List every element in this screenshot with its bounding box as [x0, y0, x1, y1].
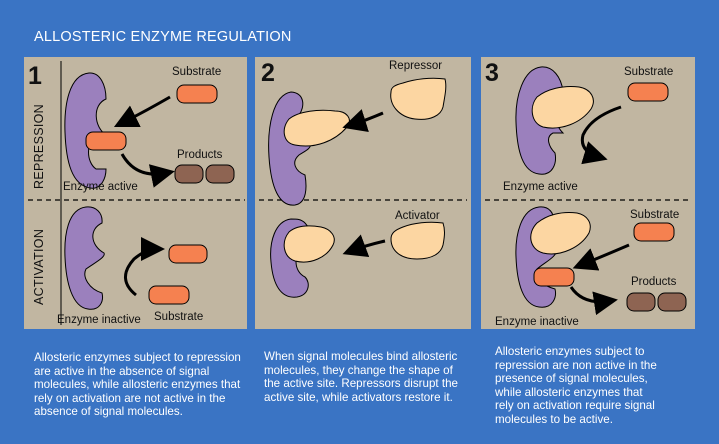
caption-line: Allosteric enzymes subject to repression [34, 351, 241, 364]
caption-line: molecules, they change the shape of [264, 363, 453, 377]
deflected-substrate-arrow [580, 105, 622, 165]
enzyme-active-label: Enzyme active [503, 181, 578, 193]
substrate [168, 244, 208, 264]
caption-line: rely on activation require signal [495, 399, 655, 413]
substrate-label: Substrate [154, 311, 203, 323]
caption-line: Allosteric enzymes subject to [495, 345, 645, 358]
binding-arrow [572, 243, 630, 271]
repressor-molecule-bound [531, 86, 594, 129]
caption-line: active site, while activators restore it… [264, 390, 453, 404]
repressor-molecule [390, 77, 447, 120]
substrate-label: Substrate [630, 209, 679, 221]
binding-arrow [124, 237, 165, 297]
panel-number: 3 [485, 59, 499, 87]
caption-line: When signal molecules bind allosteric [264, 350, 458, 363]
product-arrow [120, 153, 175, 188]
enzyme [268, 91, 312, 206]
figure-title: ALLOSTERIC ENZYME REGULATION [34, 29, 292, 45]
substrate-label: Substrate [624, 66, 673, 78]
product [657, 292, 687, 312]
substrate-label: Substrate [172, 66, 221, 78]
substrate [176, 84, 218, 104]
activator-molecule [390, 221, 445, 260]
caption-line: presence of signal molecules, [495, 372, 648, 386]
substrate [633, 222, 675, 242]
caption-line: are active in the absence of signal [34, 364, 210, 378]
substrate [148, 285, 190, 305]
activator-molecule-bound [283, 225, 335, 263]
substrate [627, 82, 669, 102]
caption-panel-1: Allosteric enzymes subject to repression… [34, 351, 249, 419]
caption-line: molecules, while allosteric enzymes that [34, 378, 241, 392]
products-label: Products [631, 276, 677, 288]
panel-2: 2 Repressor Activator [255, 57, 471, 329]
enzyme [64, 206, 105, 310]
substrate-bound [533, 267, 575, 287]
panel-3: 3 Substrate Enzyme active Substrate Prod… [481, 57, 695, 329]
panel-1-diagram: 1 REPRESSION ACTIVATION Substrate Produc… [28, 61, 245, 326]
product [174, 164, 204, 184]
repressor-molecule-bound [283, 109, 350, 147]
binding-arrow [113, 95, 171, 128]
enzyme-inactive-label: Enzyme inactive [495, 316, 579, 328]
enzyme-inactive-label: Enzyme inactive [57, 314, 141, 326]
caption-line: repression are non active in the [495, 358, 657, 372]
caption-line: molecules to be active. [495, 412, 613, 426]
binding-arrow [342, 234, 386, 257]
repression-label: REPRESSION [32, 104, 46, 189]
panel-2-diagram: 2 Repressor Activator [259, 59, 467, 298]
product [626, 292, 656, 312]
enzyme-active-label: Enzyme active [63, 181, 138, 193]
caption-panel-2: When signal molecules bind allosteric mo… [264, 350, 474, 404]
substrate-bound [85, 131, 127, 151]
caption-line: the active site. Repressors disrupt the [264, 377, 458, 391]
activator-label: Activator [395, 210, 440, 222]
activator-molecule-bound [530, 212, 591, 255]
repressor-label: Repressor [389, 60, 442, 72]
caption-panel-3: Allosteric enzymes subject to repression… [495, 345, 700, 427]
panel-1: 1 REPRESSION ACTIVATION Substrate Produc… [24, 57, 247, 329]
enzyme [64, 72, 108, 189]
products-label: Products [177, 149, 223, 161]
caption-line: absence of signal molecules. [34, 405, 183, 419]
activation-label: ACTIVATION [32, 229, 46, 305]
product-arrow [569, 286, 618, 316]
binding-arrow [342, 109, 384, 132]
panel-number: 2 [261, 59, 275, 87]
panel-number: 1 [28, 62, 42, 90]
caption-line: rely on activation are not active in the [34, 391, 226, 405]
panel-3-diagram: 3 Substrate Enzyme active Substrate Prod… [485, 59, 691, 328]
product [205, 164, 235, 184]
caption-line: while allosteric enzymes that [495, 385, 643, 399]
